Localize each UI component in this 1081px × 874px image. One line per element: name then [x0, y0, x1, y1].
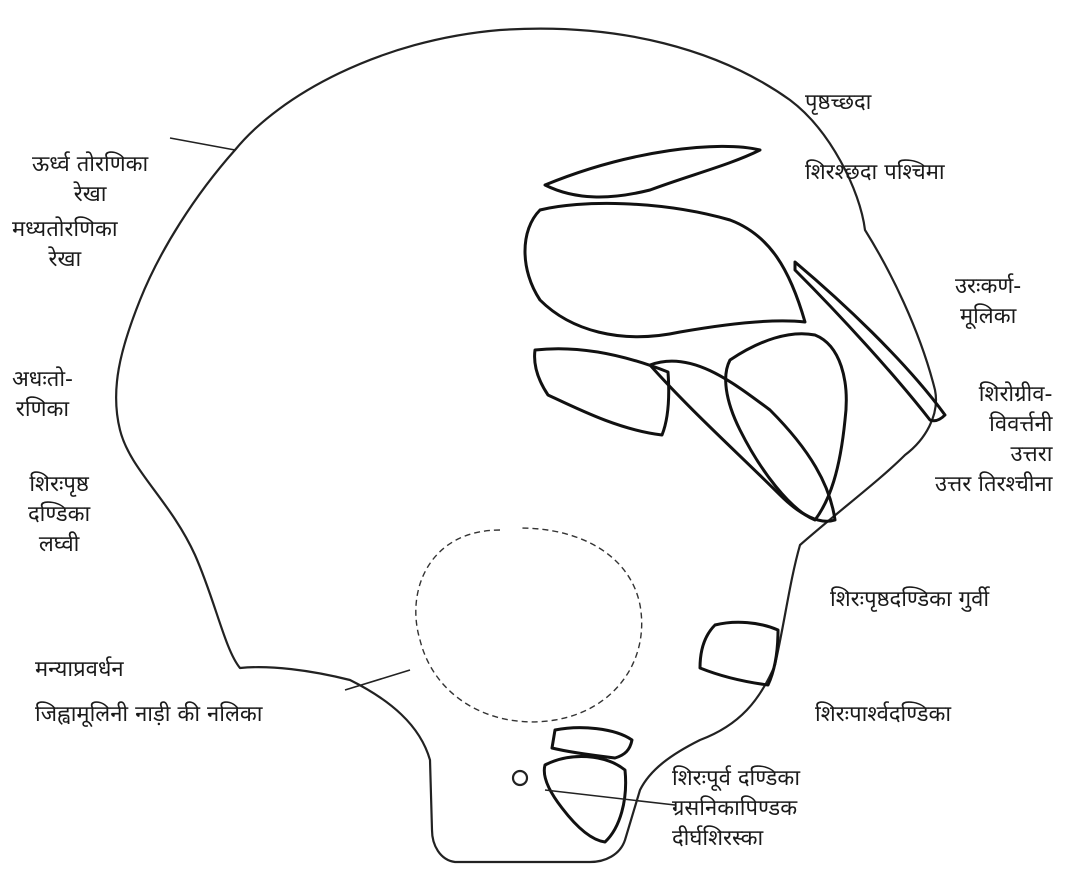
leader-superior-nuchal [170, 138, 235, 150]
semispinalis-area [525, 203, 805, 336]
rectus-lateralis-area [700, 622, 778, 685]
label-sternocleidomastoid: उरःकर्ण- मूलिका [955, 272, 1021, 332]
rectus-anterior-area [544, 756, 625, 842]
superior-nuchal-band [545, 146, 760, 197]
foramen-magnum [416, 528, 642, 722]
label-highest-nuchal: शिरश्छदा पश्चिमा [805, 158, 945, 188]
label-rectus-lateralis: शिरःपार्श्वदण्डिका [815, 700, 951, 730]
rectus-minor-area [535, 349, 669, 435]
sternocleidomastoid-band [795, 262, 945, 421]
longus-capitis-area [552, 728, 632, 758]
label-obliquus-capitis: शिरोग्रीव- विवर्त्तनी उत्तरा उत्तर तिरश्… [935, 380, 1052, 500]
label-hypoglossal-canal: जिह्वामूलिनी नाड़ी की नलिका [35, 700, 262, 730]
label-nuchal-area: पृष्ठच्छदा [805, 88, 871, 118]
label-rectus-minor: शिरःपृष्ठ दण्डिका लघ्वी [28, 470, 90, 560]
hypoglossal-foramen [513, 771, 527, 785]
label-superior-nuchal-line: ऊर्ध्व तोरणिका रेखा [32, 150, 148, 210]
leader-hypoglossal [345, 670, 410, 690]
label-inferior-nuchal: अधःतो- रणिका [12, 365, 73, 425]
label-middle-nuchal-line: मध्यतोरणिका रेखा [12, 215, 118, 275]
occipital-bone-outline [116, 29, 936, 862]
obliquus-capitis-superior-area [650, 361, 835, 521]
label-rectus-major: शिरःपृष्ठदण्डिका गुर्वी [830, 585, 989, 615]
label-basilar: शिरःपूर्व दण्डिका ग्रसनिकापिण्डक दीर्घशि… [672, 764, 800, 854]
label-mastoid-process: मन्याप्रवर्धन [35, 655, 124, 685]
leader-basilar [545, 790, 675, 805]
